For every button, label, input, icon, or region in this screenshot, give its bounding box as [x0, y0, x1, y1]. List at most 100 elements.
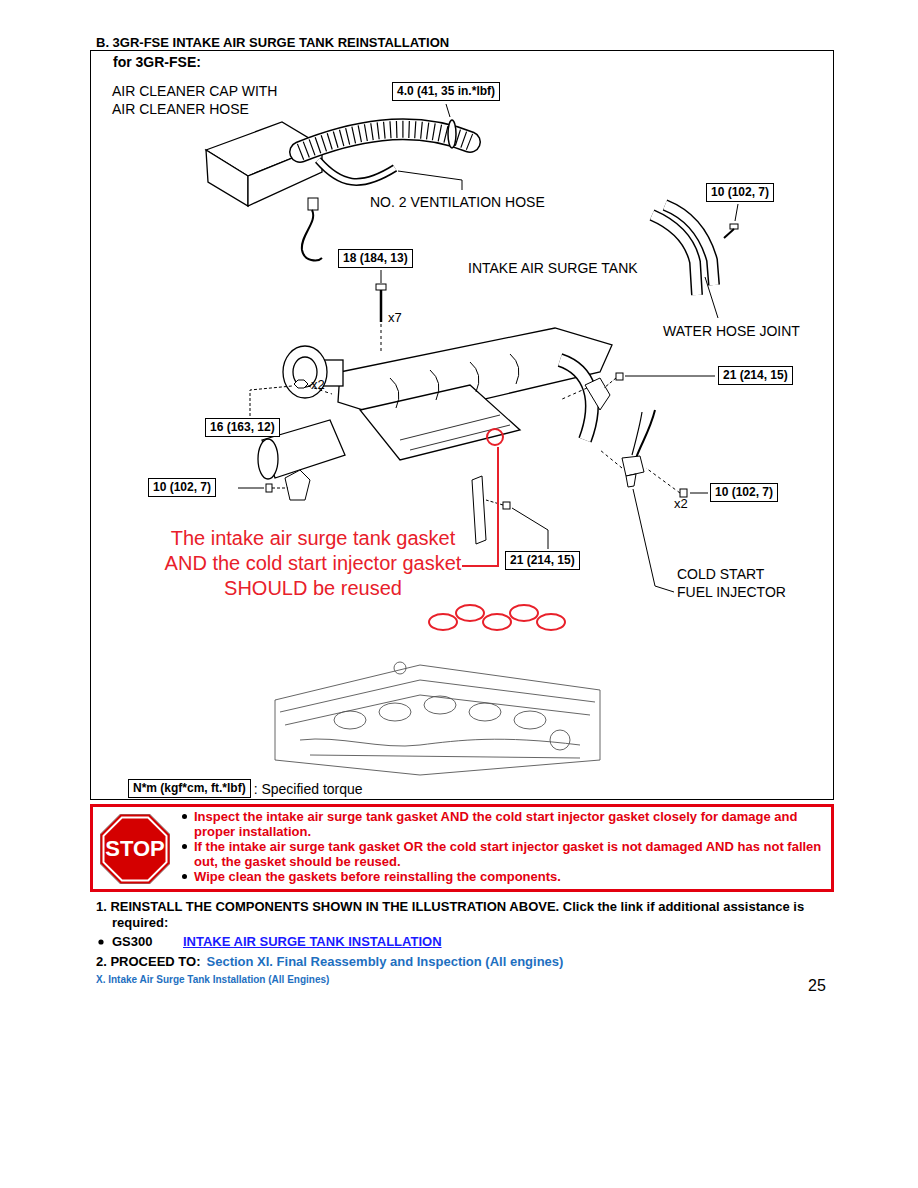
axis-line — [600, 450, 622, 468]
warning-text: Wipe clean the gaskets before reinstalli… — [178, 869, 823, 884]
warning-text: Inspect the intake air surge tank gasket… — [178, 809, 823, 839]
section-title: B. 3GR-FSE INTAKE AIR SURGE TANK REINSTA… — [96, 35, 449, 50]
torque-box: 18 (184, 13) — [338, 249, 413, 268]
bracket — [472, 476, 486, 544]
leader-line — [690, 493, 708, 494]
port — [424, 696, 456, 714]
figure-frame: for 3GR-FSE: 4.0 (41, 35 in.*lbf) 10 (102,… — [90, 50, 834, 800]
gasket-ring — [429, 614, 457, 630]
axis-line — [646, 468, 680, 493]
torque-value: 10 (102, 7) — [715, 485, 773, 500]
pipe-outline — [560, 360, 592, 440]
ventilation-hose-fill — [318, 160, 395, 182]
ventilation-hose-outline — [318, 160, 395, 182]
torque-value: 18 (184, 13) — [343, 251, 408, 266]
torque-value: 21 (214, 15) — [510, 553, 575, 568]
quantity-label: x2 — [311, 377, 325, 393]
instruction-text: 1. REINSTALL THE COMPONENTS SHOWN IN THE… — [96, 899, 836, 931]
instruction-text: GS300 — [112, 934, 152, 950]
note-text: The intake air surge tank gasket AND the… — [163, 526, 463, 601]
leader-line — [735, 204, 738, 221]
torque-box: 10 (102, 7) — [706, 183, 774, 202]
gasket-ring — [456, 605, 484, 621]
leader-line — [512, 508, 548, 549]
bolt — [266, 484, 272, 492]
torque-value: 10 (102, 7) — [711, 185, 769, 200]
sensor-wire — [302, 210, 322, 260]
bolt — [503, 502, 510, 509]
bullet-dot — [182, 814, 187, 819]
gasket-ring — [537, 614, 565, 630]
bullet-dot — [182, 844, 187, 849]
torque-box: N*m (kgf*cm, ft.*lbf) — [128, 779, 251, 798]
engine-outline — [275, 665, 600, 775]
axis-line — [560, 388, 587, 400]
torque-value: 4.0 (41, 35 in.*lbf) — [397, 84, 495, 99]
hose-outline — [300, 129, 470, 152]
torque-box: 21 (214, 15) — [718, 366, 793, 385]
instruction-text: 2. PROCEED TO: — [96, 954, 201, 970]
engine-lines — [280, 680, 595, 725]
intake-air-surge-tank — [258, 328, 612, 479]
hose-ribs — [300, 129, 470, 152]
torque-box: 16 (163, 12) — [205, 418, 280, 437]
bolt — [376, 284, 386, 290]
leader-line — [250, 386, 292, 416]
injector-body — [622, 456, 644, 476]
engine-fitting — [550, 730, 570, 750]
part-label: AIR CLEANER CAP WITH AIR CLEANER HOSE — [112, 82, 302, 118]
surge-tank-gasket — [429, 605, 565, 630]
gasket-ring — [510, 605, 538, 621]
torque-box: 21 (214, 15) — [505, 551, 580, 570]
bolt — [730, 224, 738, 229]
quantity-label: x7 — [388, 310, 402, 326]
bracket — [585, 378, 610, 410]
part-label: INTAKE AIR SURGE TANK — [468, 260, 638, 277]
quantity-label: x2 — [674, 496, 688, 512]
torque-value: N*m (kgf*cm, ft.*lbf) — [133, 781, 246, 796]
leader-line — [398, 171, 462, 190]
gasket-highlight-circle — [487, 429, 503, 445]
part-label: NO. 2 VENTILATION HOSE — [370, 194, 545, 211]
torque-value: 21 (214, 15) — [723, 368, 788, 383]
port — [334, 711, 366, 729]
water-hose-outline — [665, 205, 714, 285]
axis-line — [604, 378, 616, 388]
axis-line — [381, 324, 382, 352]
figure-subtitle: for 3GR-FSE: — [113, 54, 833, 70]
leader-line — [381, 270, 382, 283]
stop-text: STOP — [100, 814, 170, 884]
leader-line — [625, 376, 715, 377]
page-number: 25 — [808, 976, 826, 995]
hose-clamp — [448, 120, 456, 148]
link-text: INTAKE AIR SURGE TANK INSTALLATION — [183, 934, 442, 950]
warning-text: If the intake air surge tank gasket OR t… — [178, 839, 823, 869]
cap-front — [206, 150, 248, 206]
bolt-shank — [724, 229, 734, 238]
sensor-plug — [308, 198, 318, 210]
engine-fitting — [394, 662, 406, 674]
leader-line — [238, 488, 264, 489]
engine-pipes — [300, 739, 580, 758]
note-leader — [462, 447, 498, 566]
tank-runners — [360, 385, 520, 460]
axis-line — [272, 488, 288, 489]
injector-wire — [636, 410, 655, 458]
runner-lines — [400, 415, 510, 450]
runner-ribs — [390, 354, 519, 408]
leader-line — [633, 489, 674, 592]
part-label: COLD START FUEL INJECTOR — [677, 565, 802, 601]
torque-value: 10 (102, 7) — [153, 480, 211, 495]
torque-box: 10 (102, 7) — [148, 478, 216, 497]
torque-box: 4.0 (41, 35 in.*lbf) — [392, 82, 500, 101]
port — [469, 703, 501, 721]
pipe-fill — [560, 360, 592, 440]
torque-value: 16 (163, 12) — [210, 420, 275, 435]
octagon-fill — [100, 814, 170, 884]
engine-sketch — [275, 662, 600, 775]
legend-text: : Specified torque — [254, 781, 363, 798]
part-label: WATER HOSE JOINT — [663, 323, 800, 340]
bolt-shank — [380, 290, 383, 322]
torque-box: 10 (102, 7) — [710, 483, 778, 502]
